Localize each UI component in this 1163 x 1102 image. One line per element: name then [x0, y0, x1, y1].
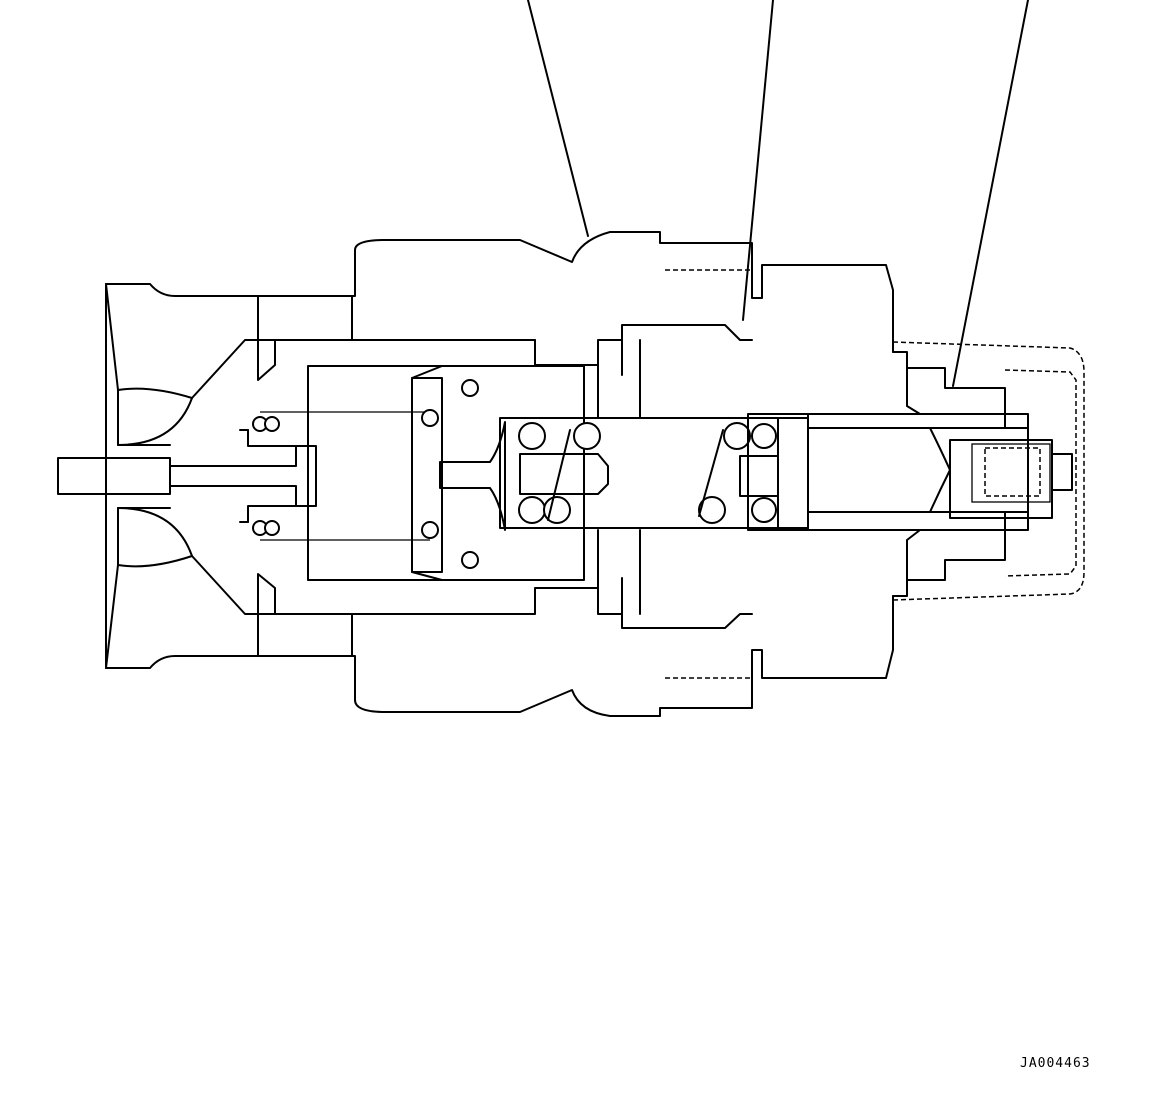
right-end-housing: [892, 351, 1073, 597]
dust-boot-dashed: [665, 269, 1085, 679]
leader-line-1: [527, 0, 589, 237]
leader-lines: [527, 0, 1029, 387]
cartridge-housing: [260, 365, 585, 581]
spool-shaft: [57, 429, 317, 523]
figure-id-label: JA004463: [1020, 1056, 1091, 1071]
left-end-body: [105, 231, 894, 717]
leader-line-3: [952, 0, 1029, 387]
right-plunger: [739, 413, 1029, 531]
main-spring: [518, 422, 777, 524]
leader-line-2: [742, 0, 774, 321]
left-seal-rings: [252, 379, 479, 569]
